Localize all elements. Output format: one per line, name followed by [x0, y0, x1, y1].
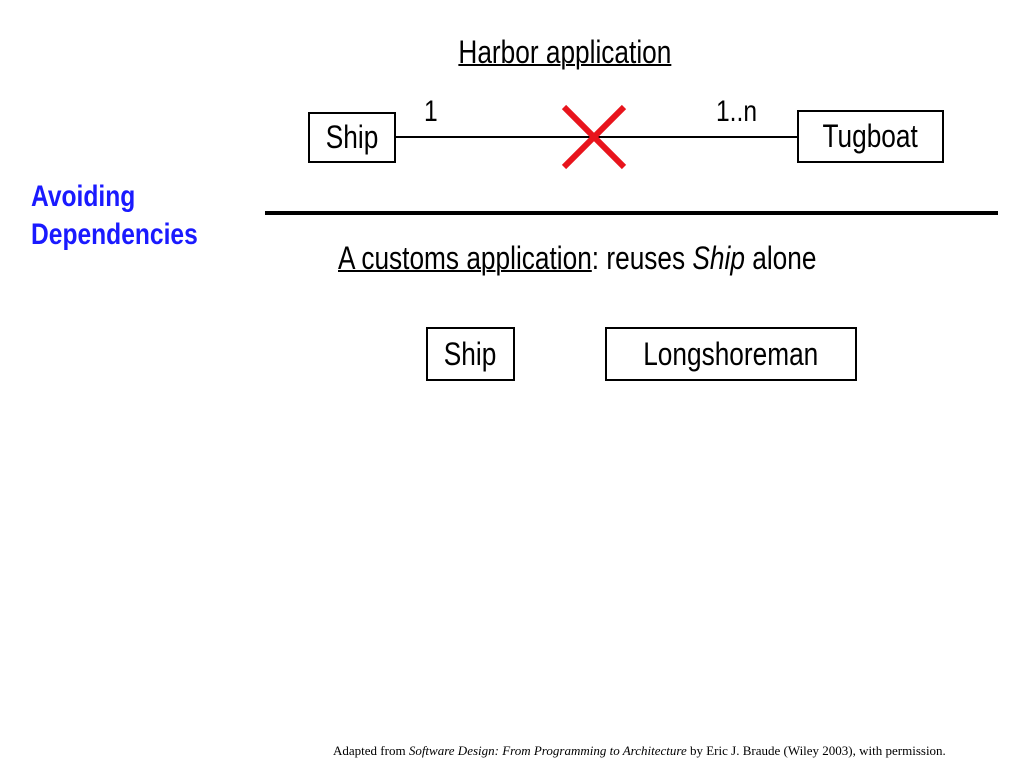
footer-suffix: by Eric J. Braude (Wiley 2003), with per…	[686, 743, 946, 758]
harbor-title: Harbor application	[380, 34, 750, 71]
link-line-2[interactable]: Dependencies	[31, 218, 198, 251]
ship-class-label: Ship	[325, 119, 379, 155]
right-multiplicity-text: 1..n	[716, 95, 758, 128]
footer-prefix: Adapted from	[333, 743, 409, 758]
footer-book: Software Design: From Programming to Arc…	[408, 743, 687, 758]
customs-ship-label: Ship	[444, 335, 497, 372]
avoiding-dependencies-link[interactable]: Avoiding Dependencies	[31, 180, 234, 252]
footer-credit: Adapted from Software Design: From Progr…	[333, 743, 946, 759]
section-divider	[265, 211, 998, 215]
left-multiplicity-text: 1	[424, 95, 438, 128]
tugboat-class-box: Tugboat	[797, 110, 944, 163]
longshoreman-class-box: Longshoreman	[605, 327, 857, 381]
customs-title-underlined: A customs application	[338, 240, 592, 276]
customs-title-rest2: alone	[744, 240, 817, 276]
left-multiplicity: 1	[424, 95, 441, 129]
harbor-title-text: Harbor application	[458, 34, 672, 70]
customs-title-rest1: : reuses	[591, 240, 693, 276]
customs-title: A customs application: reuses Ship alone	[338, 240, 921, 277]
customs-ship-class-box: Ship	[426, 327, 515, 381]
customs-title-italic: Ship	[692, 240, 745, 276]
link-line-1[interactable]: Avoiding	[31, 180, 136, 213]
ship-class-box: Ship	[308, 112, 396, 163]
longshoreman-label: Longshoreman	[643, 335, 819, 372]
right-multiplicity: 1..n	[716, 95, 766, 129]
red-x-icon	[561, 104, 627, 170]
tugboat-class-label: Tugboat	[822, 118, 919, 154]
